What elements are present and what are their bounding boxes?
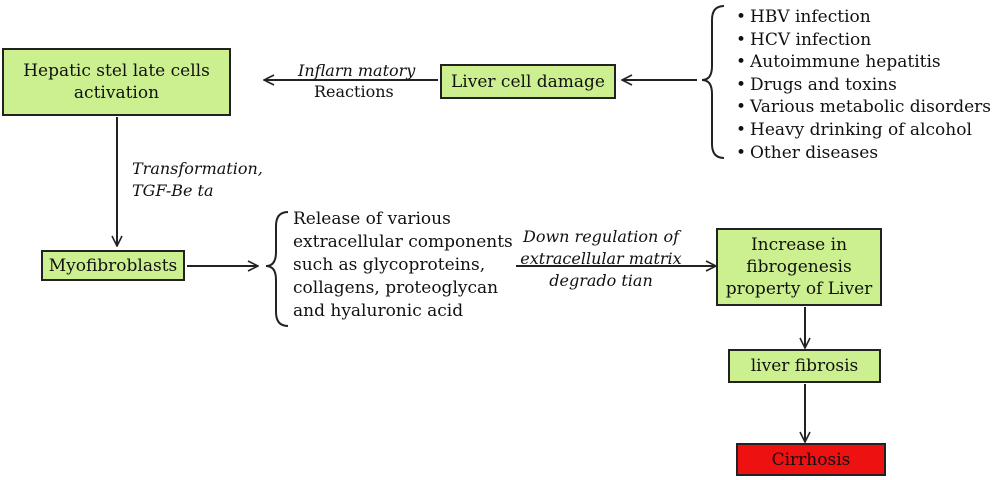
brace-release [265, 211, 289, 327]
cause-item: Other diseases [736, 142, 991, 165]
liver-fibrosis-node: liver fibrosis [728, 349, 881, 383]
transformation-label: Transformation, TGF-Be ta [132, 159, 263, 200]
cause-item: Autoimmune hepatitis [736, 51, 991, 74]
myofibroblasts-node: Myofibroblasts [41, 250, 185, 281]
cirrhosis-node: Cirrhosis [736, 443, 886, 476]
cause-item: HCV infection [736, 29, 991, 52]
cause-item: Heavy drinking of alcohol [736, 119, 991, 142]
brace-causes [701, 5, 725, 159]
hepatic-stellate-cells-node: Hepatic stel late cells activation [2, 48, 231, 116]
liver-cell-damage-node: Liver cell damage [440, 64, 616, 99]
cause-item: Various metabolic disorders [736, 96, 991, 119]
release-components-text: Release of various extracellular compone… [293, 209, 513, 321]
fibrogenesis-node: Increase in fibrogenesis property of Liv… [716, 228, 882, 306]
inflammatory-label-line1: Inflarn matory [298, 61, 416, 80]
cause-item: HBV infection [736, 6, 991, 29]
down-regulation-label: Down regulation of extracellular matrix … [520, 227, 682, 290]
inflammatory-label-line2: Reactions [314, 82, 394, 101]
cause-item: Drugs and toxins [736, 74, 991, 97]
causes-list: HBV infection HCV infection Autoimmune h… [736, 6, 991, 164]
